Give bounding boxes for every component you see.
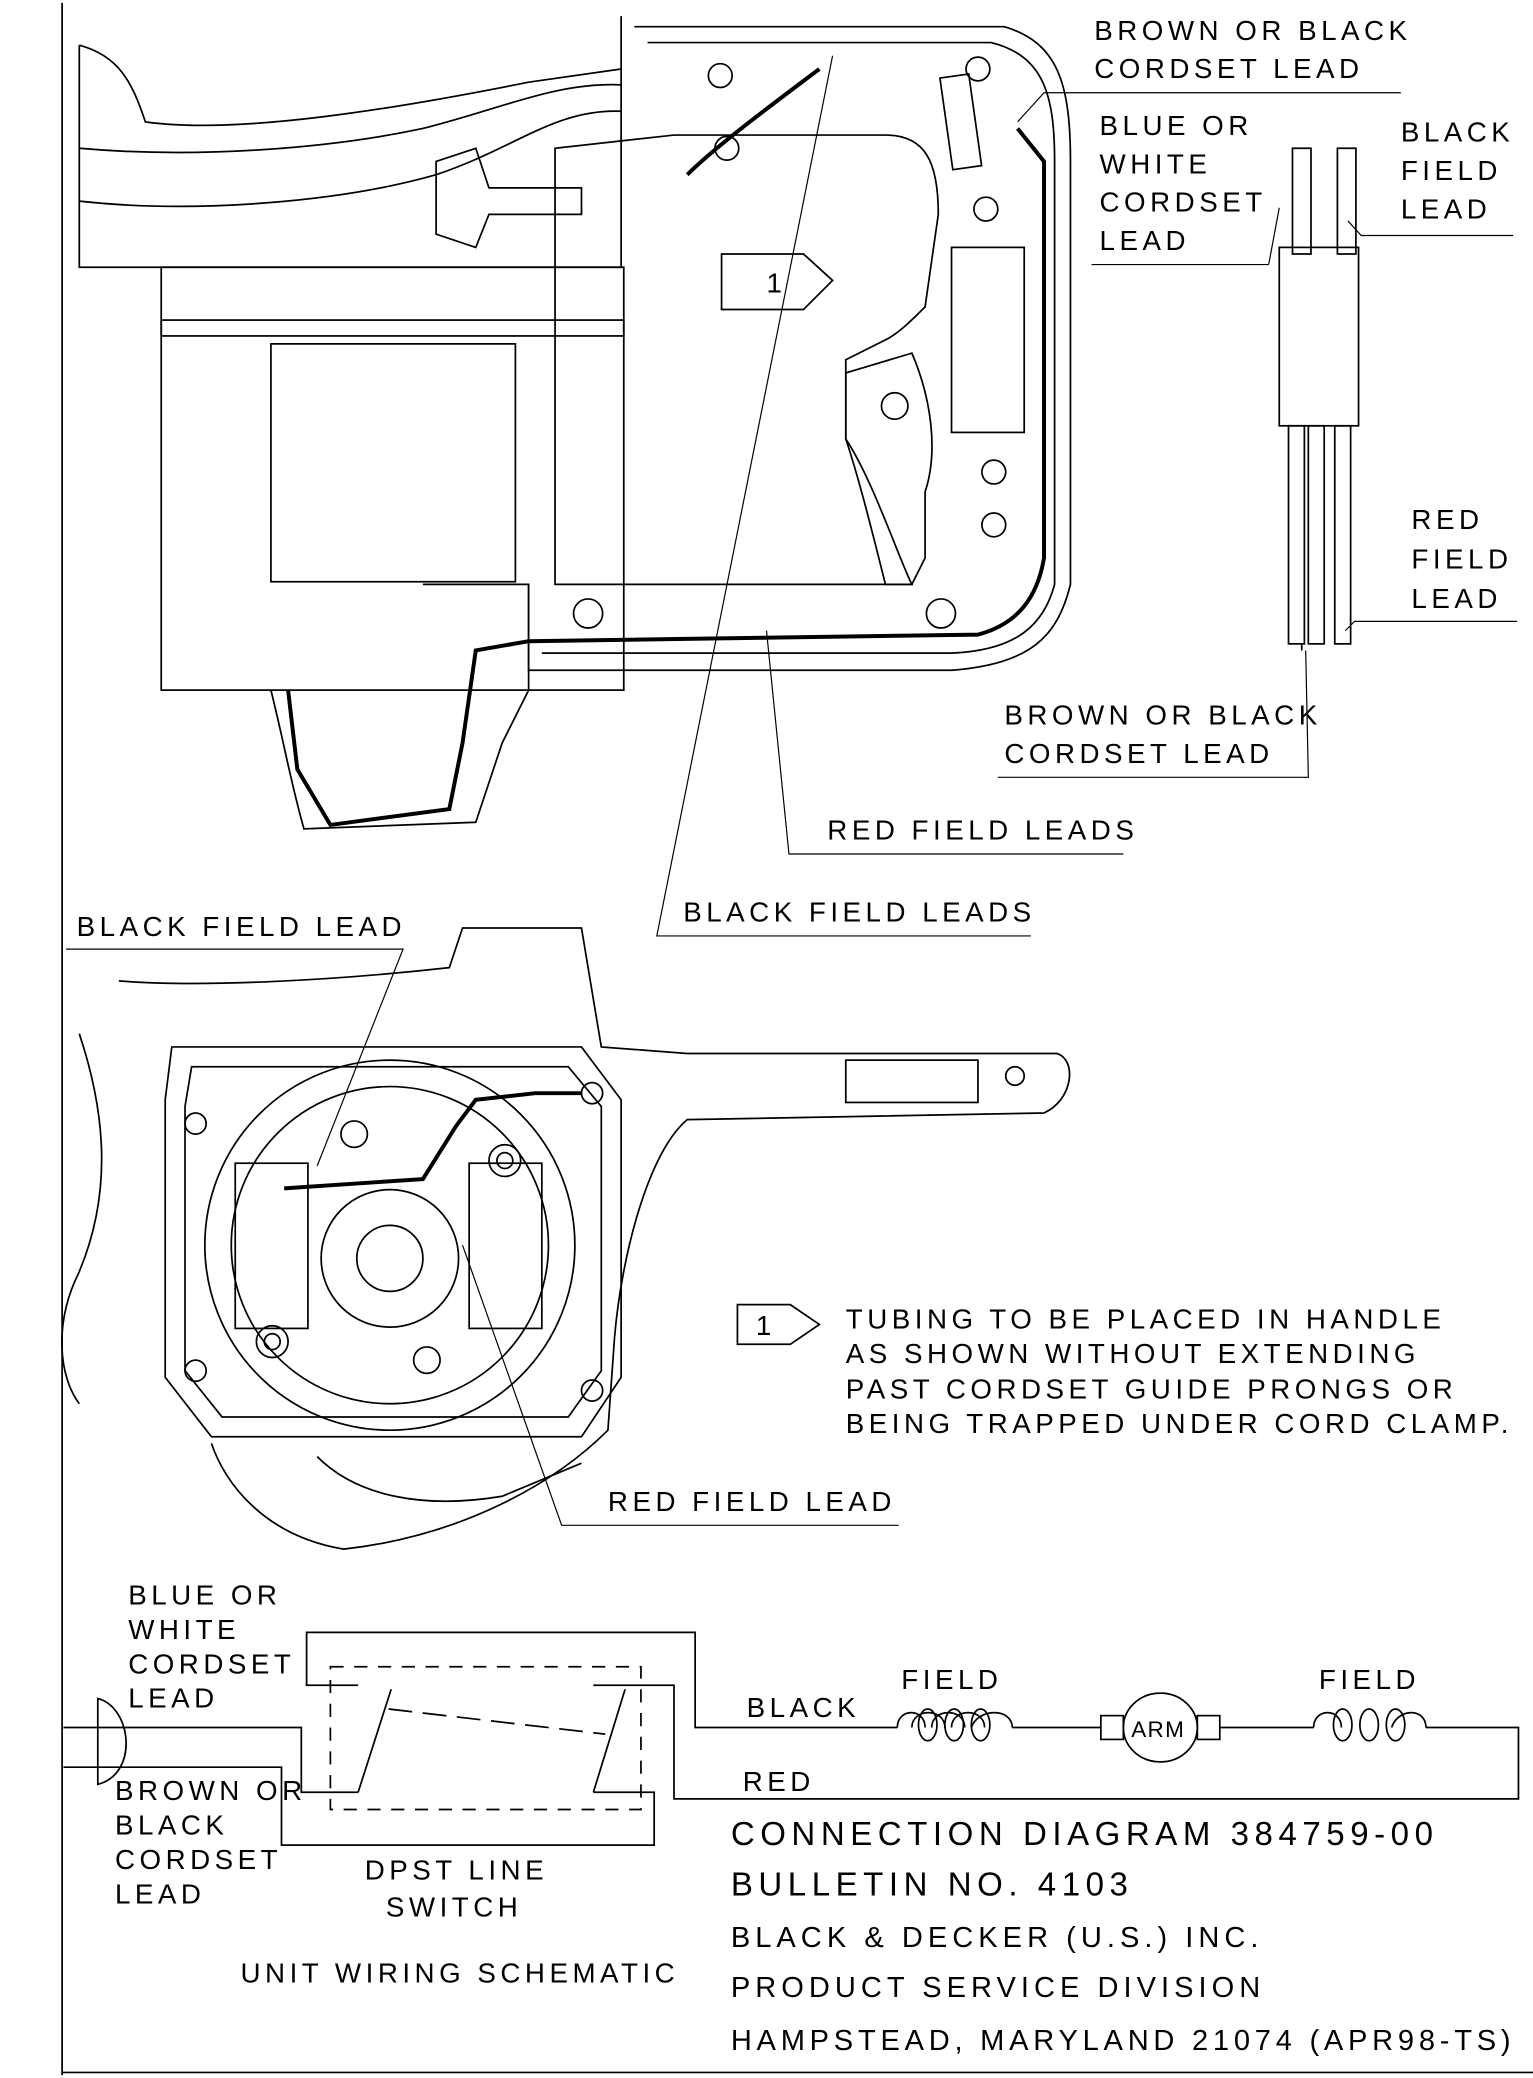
field-label: FIELD: [901, 1664, 1002, 1695]
callout-number-top: 1: [767, 267, 787, 298]
label-black-field-lead-top: BLACK FIELD LEAD: [1401, 117, 1514, 225]
label-line: FIELD: [1401, 155, 1502, 186]
note-line: PAST CORDSET GUIDE PRONGS OR: [846, 1373, 1458, 1404]
label-line: BROWN OR BLACK: [1094, 15, 1411, 46]
label-line: BLACK: [1401, 117, 1514, 148]
black-wire-label: BLACK: [747, 1692, 860, 1723]
label-blue-white-cordset-top: BLUE OR WHITE CORDSET LEAD: [1100, 110, 1267, 256]
note-tubing: 1 TUBING TO BE PLACED IN HANDLE AS SHOWN…: [736, 1303, 1513, 1439]
label-brown-black-cordset-mid: BROWN OR BLACK CORDSET LEAD: [1004, 699, 1321, 769]
plug-icon: [96, 1697, 127, 1786]
label-line: WHITE: [1100, 148, 1212, 179]
label-line: BLUE OR: [128, 1580, 281, 1611]
leader-lines-top: [66, 55, 1518, 1526]
field-coil-1-icon: [896, 1708, 1014, 1742]
label-red-field-lead-bottom: RED FIELD LEAD: [608, 1486, 896, 1517]
label-line: CORDSET LEAD: [1004, 738, 1273, 769]
title-line: HAMPSTEAD, MARYLAND 21074 (APR98-TS): [731, 2025, 1515, 2057]
switch-detail: [1278, 147, 1360, 651]
title-line: BULLETIN NO. 4103: [731, 1865, 1134, 1902]
title-block: CONNECTION DIAGRAM 384759-00 BULLETIN NO…: [731, 1815, 1515, 2057]
note-callout-marker: [736, 1303, 821, 1346]
label-brown-black-cordset-top: BROWN OR BLACK CORDSET LEAD: [1094, 15, 1411, 84]
armature-label: ARM: [1131, 1717, 1185, 1742]
schematic-title: UNIT WIRING SCHEMATIC: [241, 1958, 680, 1989]
label-line: LEAD: [1100, 225, 1190, 256]
label-red-field-leads: RED FIELD LEADS: [827, 814, 1138, 845]
title-line: CONNECTION DIAGRAM 384759-00: [731, 1815, 1439, 1852]
motor-end-view: [61, 927, 1071, 1550]
field-label: FIELD: [1319, 1664, 1420, 1695]
note-line: BEING TRAPPED UNDER CORD CLAMP.: [846, 1408, 1513, 1439]
switch-label: DPST LINE: [365, 1855, 548, 1886]
label-line: CORDSET LEAD: [1094, 53, 1363, 84]
label-line: BROWN OR: [115, 1775, 307, 1806]
label-line: LEAD: [1411, 583, 1501, 614]
label-black-field-lead-left: BLACK FIELD LEAD: [77, 911, 406, 942]
label-line: BLUE OR: [1100, 110, 1253, 141]
red-wire-label: RED: [743, 1766, 815, 1797]
field-coil-2-icon: [1312, 1708, 1427, 1742]
label-line: RED: [1411, 504, 1483, 535]
label-line: LEAD: [115, 1878, 205, 1909]
label-line: WHITE: [128, 1614, 240, 1645]
title-line: PRODUCT SERVICE DIVISION: [731, 1972, 1265, 2004]
switch-label: SWITCH: [386, 1892, 522, 1923]
switch-enclosure: [329, 1665, 642, 1811]
armature-icon: [1099, 1692, 1221, 1763]
note-line: AS SHOWN WITHOUT EXTENDING: [846, 1338, 1420, 1369]
note-number: 1: [756, 1310, 776, 1341]
label-black-field-leads: BLACK FIELD LEADS: [683, 896, 1035, 927]
label-line: BROWN OR BLACK: [1004, 699, 1321, 730]
label-line: FIELD: [1411, 544, 1512, 575]
label-line: LEAD: [1401, 193, 1491, 224]
label-line: CORDSET: [128, 1648, 295, 1679]
label-line: CORDSET: [1100, 187, 1267, 218]
drawing-frame: [61, 2, 1533, 2076]
label-red-field-lead-right: RED FIELD LEAD: [1411, 504, 1512, 614]
title-line: BLACK & DECKER (U.S.) INC.: [731, 1922, 1264, 1954]
label-line: BLACK: [115, 1810, 228, 1841]
unit-wiring-schematic: BLUE OR WHITE CORDSET LEAD BROWN OR BLAC…: [63, 1580, 1520, 1989]
label-line: LEAD: [128, 1683, 218, 1714]
note-line: TUBING TO BE PLACED IN HANDLE: [846, 1303, 1446, 1334]
tool-top-view: 1: [78, 16, 1072, 830]
label-line: CORDSET: [115, 1844, 282, 1875]
